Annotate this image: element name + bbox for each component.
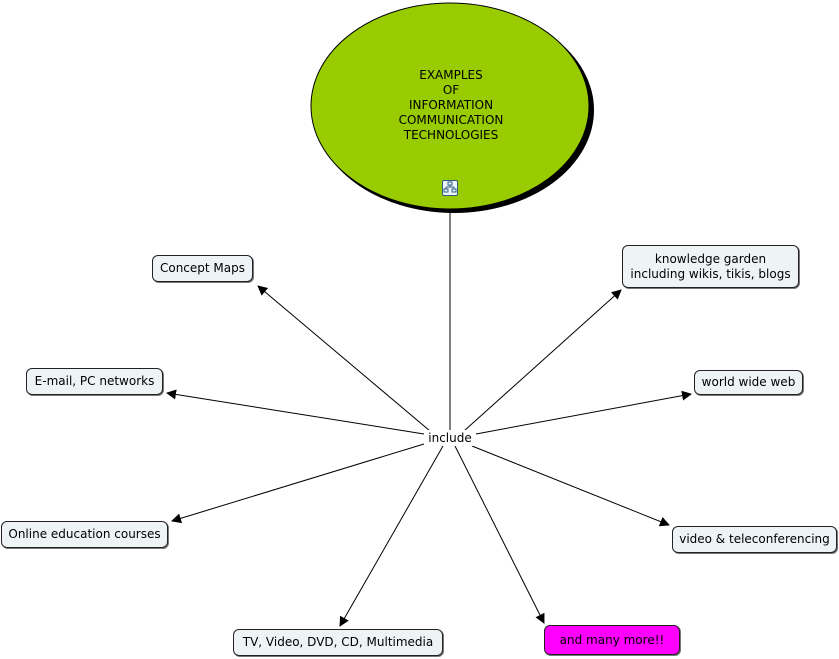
node-concept-maps[interactable]: Concept Maps [152, 255, 253, 282]
arrow-video-teleconferencing [471, 445, 670, 527]
arrow-tv-video-dvd [339, 445, 444, 627]
node-tv-video-dvd-cd-multimedia[interactable]: TV, Video, DVD, CD, Multimedia [233, 629, 443, 656]
node-online-education-courses[interactable]: Online education courses [1, 521, 168, 548]
node-knowledge-garden[interactable]: knowledge garden including wikis, tikis,… [622, 245, 799, 288]
arrow-world-wide-web [475, 390, 692, 435]
arrow-and-many-more [454, 445, 545, 624]
node-and-many-more[interactable]: and many more!! [544, 625, 680, 655]
arrow-concept-maps [257, 285, 431, 432]
arrow-email-pc-networks [166, 389, 425, 435]
linking-phrase-include[interactable]: include [424, 430, 476, 446]
arrow-knowledge-garden [463, 289, 622, 432]
node-email-pc-networks[interactable]: E-mail, PC networks [26, 368, 163, 395]
node-video-teleconferencing[interactable]: video & teleconferencing [672, 526, 837, 553]
central-concept-ellipse [310, 2, 590, 210]
node-world-wide-web[interactable]: world wide web [694, 370, 803, 395]
arrow-online-education-courses [171, 443, 425, 524]
